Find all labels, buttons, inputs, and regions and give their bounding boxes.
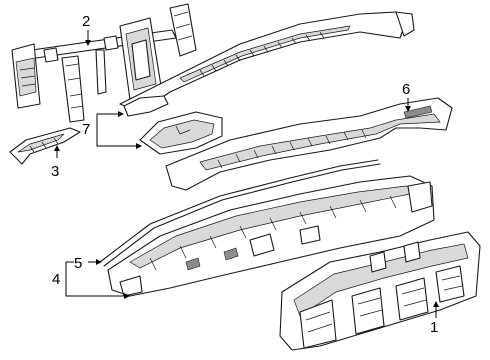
callout-5: 5 [74,255,82,272]
instrument-panel-substrate [107,175,435,297]
callout-3: 3 [51,163,59,180]
seal-strip [99,159,381,267]
side-bracket [9,127,81,165]
callout-leaders [54,30,439,318]
defroster-and-cluster-hood [119,11,415,155]
callout-2: 2 [82,13,90,30]
callout-4: 4 [52,271,60,288]
cross-car-beam [11,3,197,123]
callout-7: 7 [82,121,90,138]
instrument-panel-lower-carrier [279,231,481,351]
callout-6: 6 [402,81,410,98]
callout-1: 1 [430,319,438,336]
upper-trim-panel [165,97,453,191]
